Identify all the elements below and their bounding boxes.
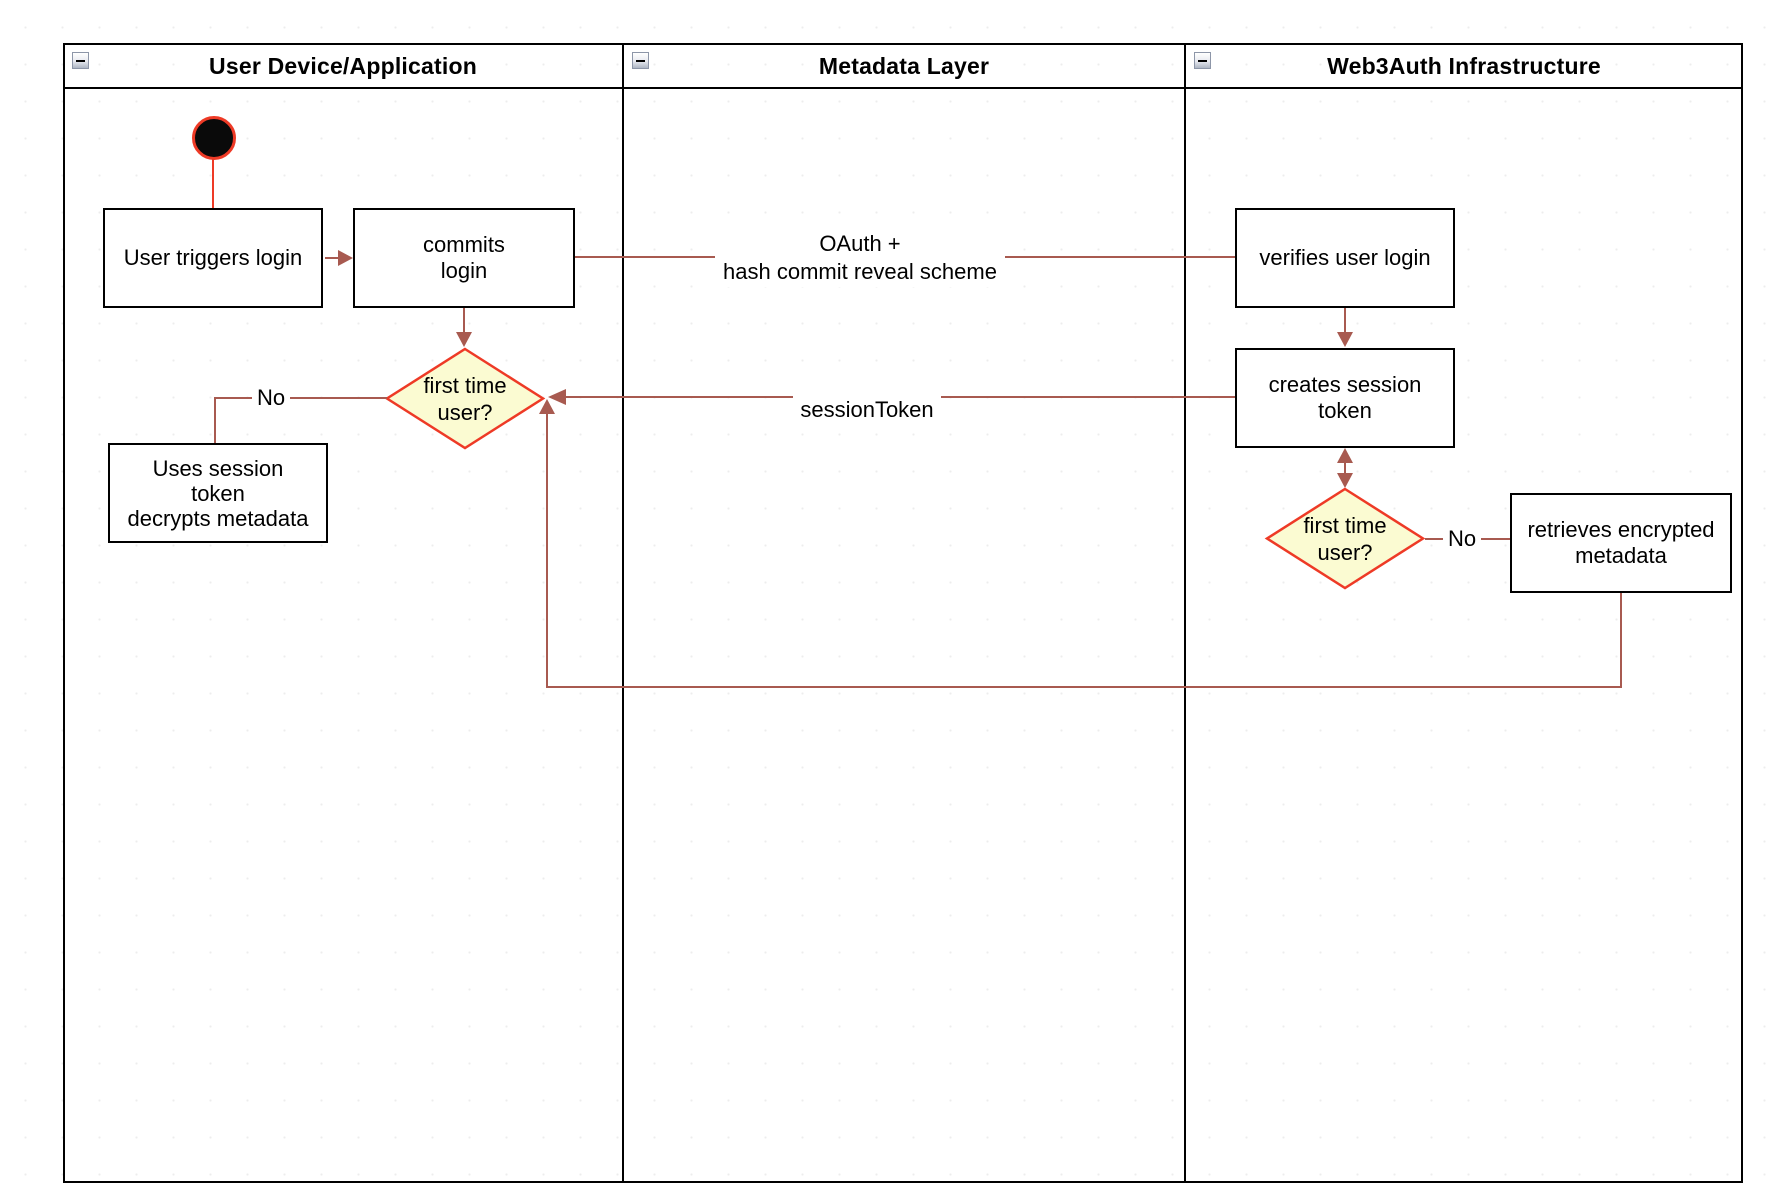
initial-state-node[interactable]	[192, 116, 236, 160]
node-label: verifies user login	[1259, 245, 1431, 270]
edge-creates-to-decision	[1344, 456, 1346, 480]
node-label: commits login	[423, 232, 505, 283]
decision-first-time-user-device[interactable]	[384, 347, 546, 450]
edge-start-to-user-triggers	[212, 159, 214, 208]
node-label: retrieves encrypted metadata	[1527, 517, 1715, 568]
lane-header-web3auth[interactable]: Web3Auth Infrastructure	[1185, 43, 1743, 89]
activity-user-triggers-login[interactable]: User triggers login	[103, 208, 323, 308]
collapse-lane-button-user-device[interactable]	[72, 52, 89, 69]
minus-icon	[76, 59, 85, 62]
node-label: first time user?	[1303, 512, 1387, 565]
lane-title: User Device/Application	[209, 52, 477, 79]
node-label: first time user?	[423, 372, 507, 425]
arrowhead-down-icon	[1337, 332, 1353, 347]
decision-label: first time user?	[385, 347, 545, 450]
activity-retrieves-encrypted-metadata[interactable]: retrieves encrypted metadata	[1510, 493, 1732, 593]
lane-title: Web3Auth Infrastructure	[1327, 52, 1601, 79]
lane-title: Metadata Layer	[818, 52, 990, 79]
activity-verifies-user-login[interactable]: verifies user login	[1235, 208, 1455, 308]
arrowhead-up-icon	[539, 399, 555, 414]
decision-label: first time user?	[1265, 487, 1425, 590]
edge-verifies-to-creates	[1344, 308, 1346, 334]
arrowhead-down-icon	[456, 332, 472, 347]
lane-header-user-device[interactable]: User Device/Application	[63, 43, 623, 89]
minus-icon	[636, 59, 645, 62]
swimlane-pool	[63, 43, 1743, 1183]
edge-feedback-right-drop	[1620, 593, 1622, 688]
activity-creates-session-token[interactable]: creates session token	[1235, 348, 1455, 448]
edge-no-device-drop	[214, 397, 216, 443]
edge-commits-to-decision	[463, 308, 465, 334]
edge-label-text: No	[256, 385, 286, 410]
edge-label-session-token: sessionToken	[793, 391, 941, 423]
node-label: User triggers login	[123, 245, 303, 270]
activity-commits-login[interactable]: commits login	[353, 208, 575, 308]
edge-user-triggers-to-commits	[325, 257, 340, 259]
edge-feedback-left-rise	[546, 401, 548, 688]
node-label: Uses session token decrypts metadata	[127, 455, 309, 531]
edge-no-device	[216, 397, 387, 399]
node-label: creates session token	[1268, 372, 1422, 423]
arrowhead-down-icon	[1337, 473, 1353, 488]
edge-label-text: sessionToken	[800, 397, 934, 422]
decision-first-time-user-infra[interactable]	[1264, 487, 1426, 590]
activity-uses-session-token[interactable]: Uses session token decrypts metadata	[108, 443, 328, 543]
arrowhead-up-icon	[1337, 448, 1353, 463]
arrowhead-right-icon	[338, 250, 353, 266]
edge-label-oauth: OAuth + hash commit reveal scheme	[715, 229, 1005, 287]
lane-header-separator	[63, 87, 1743, 89]
lane-divider	[1184, 43, 1186, 1183]
edge-label-no-device: No	[252, 385, 290, 411]
edge-label-text: OAuth + hash commit reveal scheme	[723, 231, 997, 284]
edge-label-no-infra: No	[1443, 526, 1481, 552]
lane-header-metadata-layer[interactable]: Metadata Layer	[623, 43, 1185, 89]
minus-icon	[1198, 59, 1207, 62]
edge-label-text: No	[1447, 526, 1477, 551]
edge-feedback-bottom	[546, 686, 1622, 688]
lane-divider	[622, 43, 624, 1183]
collapse-lane-button-metadata-layer[interactable]	[632, 52, 649, 69]
collapse-lane-button-web3auth[interactable]	[1194, 52, 1211, 69]
